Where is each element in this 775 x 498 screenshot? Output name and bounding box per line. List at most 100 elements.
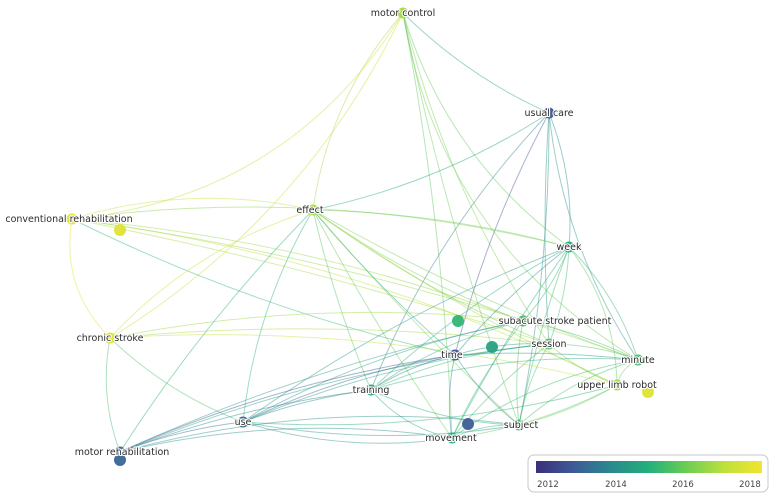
label-layer: motor control usual care conventional reha… [4,7,658,459]
link-movement-upper-limb-robot [451,384,618,439]
node-motor-control[interactable] [397,7,409,19]
link-subacute-stroke-patient-minute [522,320,639,361]
link-minute-movement [451,359,639,439]
link-conventional-rehabilitation-minute [71,218,639,361]
link-week-use [242,246,570,423]
link-conventional-rehabilitation-session [71,218,550,345]
link-conventional-rehabilitation-effect [71,197,314,220]
link-training-subject [370,389,520,426]
link-subject-movement [451,424,520,439]
link-motor-control-movement [402,12,453,439]
link-session-subject [518,343,550,426]
node-extra-4[interactable] [462,418,474,430]
link-time-use [242,354,456,423]
link-time-movement [448,354,456,439]
node-training[interactable] [365,384,377,396]
node-extra-2[interactable] [452,315,464,327]
link-conventional-rehabilitation-time [71,218,456,356]
link-week-training [370,246,570,391]
node-conventional-rehabilitation[interactable] [66,213,78,225]
node-extra-5[interactable] [114,454,126,466]
link-training-use [242,389,372,423]
label-subacute-stroke-patient[interactable]: subacute stroke patient [498,315,613,328]
link-effect-movement [312,209,453,439]
label-effect[interactable]: effect [295,204,325,217]
color-legend: 2012 2014 2016 2018 [527,454,769,493]
link-use-motor-rehabilitation [119,421,244,453]
label-minute[interactable]: minute [620,354,656,367]
link-week-upper-limb-robot [568,246,618,386]
node-time[interactable] [449,349,461,361]
link-week-subject [518,246,570,426]
link-chronic-stroke-motor-rehabilitation [105,337,121,453]
label-week[interactable]: week [555,241,583,254]
label-time[interactable]: time [440,349,464,362]
link-usual-care-week [548,112,571,248]
link-session-minute [548,343,639,361]
label-motor-rehabilitation[interactable]: motor rehabilitation [74,446,171,459]
link-motor-control-effect [312,12,404,211]
link-minute-subject [518,359,639,426]
node-week[interactable] [563,241,575,253]
link-time-motor-rehabilitation [119,354,456,453]
label-upper-limb-robot[interactable]: upper limb robot [576,379,658,392]
label-movement[interactable]: movement [424,432,478,445]
node-upper-limb-robot[interactable] [611,379,623,391]
link-subacute-stroke-patient-movement [451,320,524,439]
label-training[interactable]: training [351,384,390,397]
node-layer [66,7,654,466]
link-usual-care-session [544,112,550,345]
link-subacute-stroke-patient-use [242,320,524,423]
link-motor-control-conventional-rehabilitation [71,12,404,220]
node-subject[interactable] [513,419,525,431]
node-subacute-stroke-patient[interactable] [517,315,529,327]
link-effect-subacute-stroke-patient [312,209,524,322]
node-extra-3[interactable] [486,341,498,353]
label-motor-control[interactable]: motor control [370,7,437,20]
link-session-movement [451,343,550,439]
node-movement[interactable] [446,432,458,444]
link-week-time [454,246,570,356]
link-effect-time [312,209,456,356]
link-effect-minute [312,209,639,361]
legend-color-bar [536,461,762,473]
link-use-subject [242,421,520,437]
label-chronic-stroke[interactable]: chronic stroke [75,332,144,345]
link-effect-week [312,209,570,248]
label-subject[interactable]: subject [503,419,540,432]
legend-tick-2012: 2012 [537,480,559,490]
node-effect[interactable] [307,204,319,216]
node-usual-care[interactable] [543,107,555,119]
node-use[interactable] [237,416,249,428]
link-session-use [242,343,550,423]
node-motor-rehabilitation[interactable] [114,446,126,458]
legend-tick-2014: 2014 [605,480,627,490]
label-conventional-rehabilitation[interactable]: conventional rehabilitation [4,213,134,226]
link-effect-upper-limb-robot [312,209,618,386]
link-subacute-stroke-patient-subject [516,320,524,426]
link-motor-control-session [402,12,550,345]
link-week-subacute-stroke-patient [522,246,570,322]
node-extra-1[interactable] [642,386,654,398]
node-session[interactable] [543,338,555,350]
legend-tick-2016: 2016 [672,480,694,490]
link-time-minute [454,352,639,361]
node-extra-0[interactable] [114,224,126,236]
link-usual-care-effect [312,112,550,211]
link-conventional-rehabilitation-week [71,206,570,248]
link-motor-control-minute [402,12,639,361]
label-session[interactable]: session [530,338,567,351]
link-subacute-stroke-patient-motor-rehabilitation [119,320,524,453]
node-chronic-stroke[interactable] [104,332,116,344]
link-chronic-stroke-use [109,337,244,423]
link-week-minute [568,246,639,361]
link-motor-control-chronic-stroke [109,12,404,339]
label-use[interactable]: use [233,416,252,429]
node-minute[interactable] [632,354,644,366]
label-usual-care[interactable]: usual care [523,107,574,120]
link-subject-upper-limb-robot [518,384,618,426]
link-week-movement [451,246,570,439]
link-chronic-stroke-session [109,328,550,345]
link-usual-care-subject [518,112,550,426]
